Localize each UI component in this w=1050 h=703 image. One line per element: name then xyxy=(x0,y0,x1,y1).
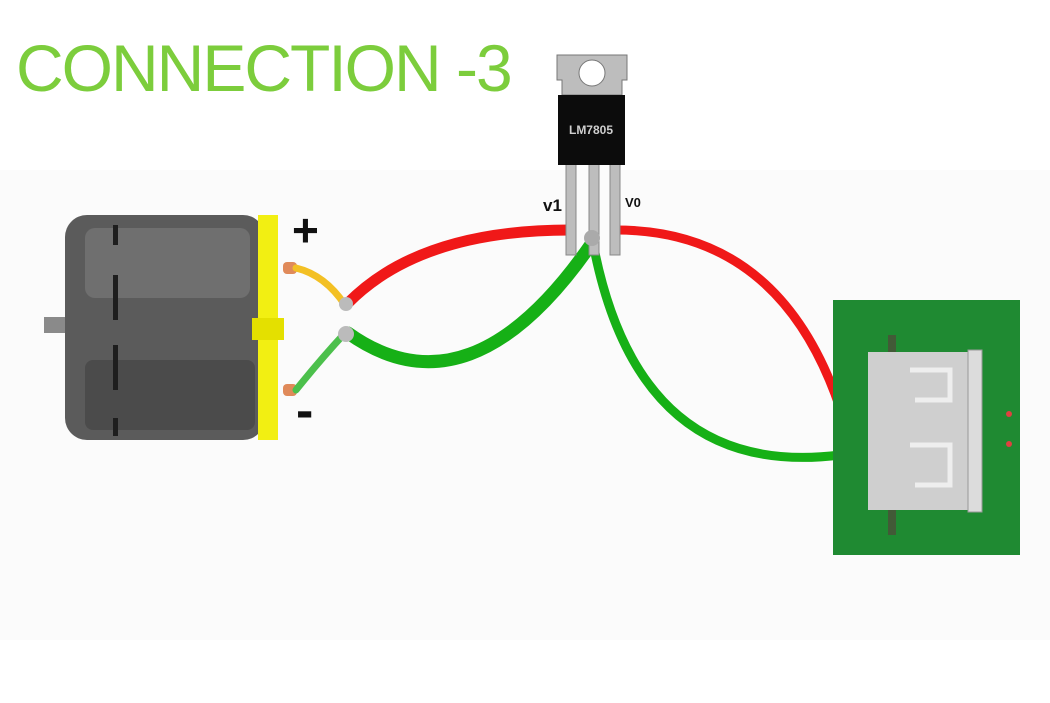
regulator-body xyxy=(558,95,625,165)
terminal-positive xyxy=(283,262,297,274)
lm7805-regulator xyxy=(556,54,628,256)
usb-module xyxy=(833,300,1020,555)
wire-positive-to-v1 xyxy=(342,224,576,309)
diagram-title: CONNECTION -3 xyxy=(16,31,513,105)
wires xyxy=(292,224,850,462)
wire-negative-to-gnd xyxy=(341,236,599,369)
plus-label: + xyxy=(292,204,319,256)
pin-v0-label: V0 xyxy=(625,195,641,210)
pin-v1-label: v1 xyxy=(543,196,562,215)
dc-motor xyxy=(44,215,297,440)
minus-label: - xyxy=(296,382,313,440)
wire-gnd-to-usb xyxy=(589,243,845,462)
motor-shadow xyxy=(85,360,255,430)
wire-v0-to-usb xyxy=(611,225,845,413)
regulator-label: LM7805 xyxy=(569,123,613,137)
terminal-negative xyxy=(283,384,297,396)
motor-highlight xyxy=(85,228,250,298)
